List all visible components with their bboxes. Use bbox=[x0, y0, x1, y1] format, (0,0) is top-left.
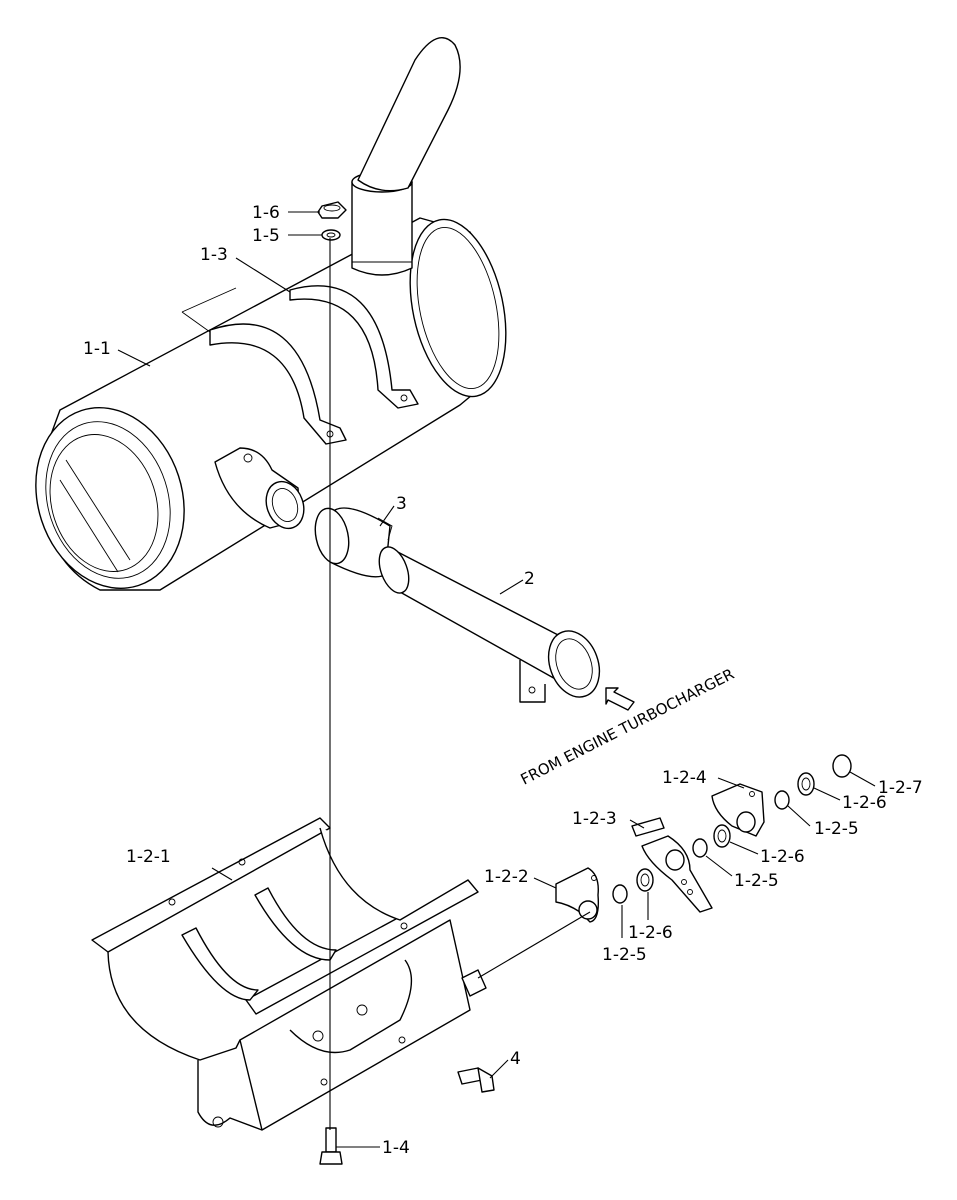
label-1-2-4: 1-2-4 bbox=[662, 768, 707, 788]
muffler-bands bbox=[181, 285, 419, 445]
bolt-4 bbox=[457, 1067, 495, 1093]
muffler-body bbox=[35, 217, 507, 591]
leader-lines bbox=[117, 211, 876, 1148]
label-1-2-2: 1-2-2 bbox=[484, 867, 529, 887]
bracket-1-2-2 bbox=[555, 867, 600, 923]
washers-1-2-6 bbox=[636, 772, 815, 892]
label-1-2-6-low: 1-2-6 bbox=[628, 923, 673, 943]
label-1-2-6-top: 1-2-6 bbox=[842, 793, 887, 813]
muffler-inlet bbox=[214, 447, 305, 530]
inlet-pipe bbox=[378, 546, 601, 703]
label-2: 2 bbox=[524, 569, 535, 589]
label-1-2-3: 1-2-3 bbox=[572, 809, 617, 829]
bushings-1-2-5 bbox=[612, 790, 790, 904]
label-1-5: 1-5 bbox=[252, 226, 280, 246]
label-1-6: 1-6 bbox=[252, 203, 280, 223]
label-4: 4 bbox=[510, 1049, 521, 1069]
label-1-1: 1-1 bbox=[83, 339, 111, 359]
flow-arrow-icon bbox=[605, 687, 635, 711]
label-1-2-5-mid: 1-2-5 bbox=[734, 871, 779, 891]
label-3: 3 bbox=[396, 494, 407, 514]
label-1-2-1: 1-2-1 bbox=[126, 847, 171, 867]
label-1-2-5-low: 1-2-5 bbox=[602, 945, 647, 965]
bracket-1-2-3 bbox=[631, 817, 713, 913]
label-1-4: 1-4 bbox=[382, 1138, 410, 1158]
muffler-holder bbox=[91, 817, 487, 1131]
snap-ring-1-2-7 bbox=[832, 754, 852, 778]
exhaust-stack bbox=[351, 37, 461, 276]
label-1-2-6-mid: 1-2-6 bbox=[760, 847, 805, 867]
label-1-3: 1-3 bbox=[200, 245, 228, 265]
washer-1-5 bbox=[321, 229, 341, 241]
nut-1-6 bbox=[317, 201, 347, 219]
bracket-1-2-4 bbox=[711, 783, 765, 837]
bolt-1-4 bbox=[319, 1127, 343, 1165]
label-1-2-5-top: 1-2-5 bbox=[814, 819, 859, 839]
label-1-2-7: 1-2-7 bbox=[878, 778, 923, 798]
